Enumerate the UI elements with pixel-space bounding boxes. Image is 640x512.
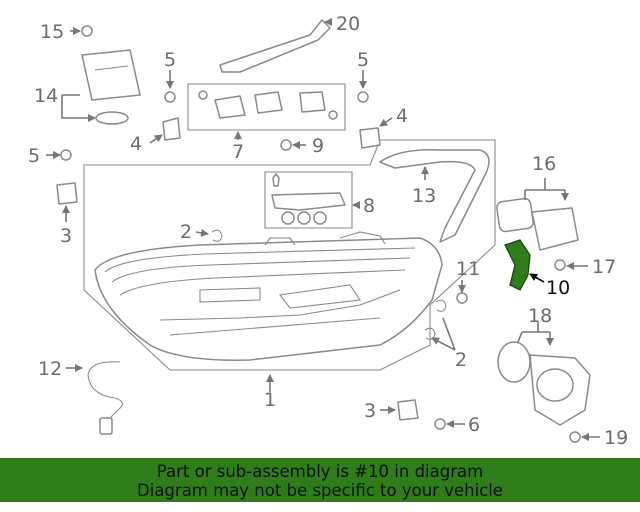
callout-4-a: 4 [396, 105, 408, 127]
callout-3-b: 3 [364, 400, 376, 422]
callout-7: 7 [232, 141, 244, 163]
callout-8: 8 [363, 195, 375, 217]
callout-16: 16 [532, 153, 556, 175]
callout-13: 13 [412, 185, 436, 207]
callout-18: 18 [528, 305, 552, 327]
callout-5-c: 5 [28, 145, 40, 167]
igniter-16 [496, 197, 579, 251]
info-banner: Part or sub-assembly is #10 in diagram D… [0, 458, 640, 502]
callout-5-a: 5 [164, 49, 176, 71]
callout-20: 20 [336, 13, 360, 35]
fasteners [56, 25, 581, 443]
parts-diagram: 15 20 5 5 14 4 4 5 7 9 16 13 8 3 2 11 17… [28, 13, 628, 449]
callout-19: 19 [604, 427, 628, 449]
callout-17: 17 [592, 256, 616, 278]
callout-12: 12 [38, 358, 62, 380]
assembly-outline [83, 139, 496, 371]
callout-2-a: 2 [180, 221, 192, 243]
leader-lines [46, 18, 600, 441]
highlighted-part-10 [504, 239, 531, 291]
callout-5-b: 5 [357, 49, 369, 71]
headlamp-module-18 [497, 341, 591, 426]
callout-6: 6 [468, 414, 480, 436]
callout-9: 9 [312, 135, 324, 157]
control-module-14 [81, 49, 141, 125]
bracket-20 [219, 19, 331, 73]
callout-10: 10 [546, 277, 570, 299]
mounting-kit-7 [187, 83, 346, 131]
callout-4-b: 4 [130, 133, 142, 155]
callout-2-b: 2 [455, 349, 467, 371]
headlamp-assembly [94, 231, 443, 361]
callout-15: 15 [40, 21, 64, 43]
banner-line-1: Part or sub-assembly is #10 in diagram [156, 462, 484, 481]
trim-strip-13 [379, 149, 490, 243]
callout-3-a: 3 [60, 225, 72, 247]
bracket-8 [264, 171, 353, 229]
callout-14: 14 [34, 85, 58, 107]
callout-1: 1 [264, 389, 276, 411]
callout-11: 11 [456, 258, 480, 280]
wiring-harness-12 [87, 361, 123, 421]
banner-line-2: Diagram may not be specific to your vehi… [137, 481, 503, 500]
